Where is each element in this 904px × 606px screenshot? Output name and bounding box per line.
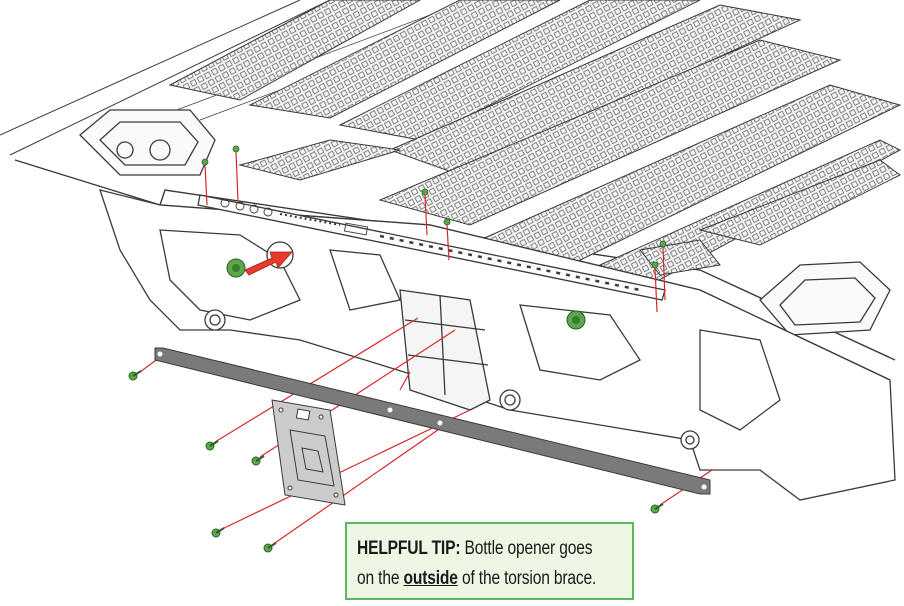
screw-icon xyxy=(659,240,667,248)
tip-prefix: on the xyxy=(357,568,400,589)
tip-text-1: Bottle opener goes xyxy=(464,538,593,559)
screw-icon xyxy=(421,188,429,196)
arrow-icon xyxy=(244,251,293,276)
latch-bolts xyxy=(226,258,586,330)
screw-icon xyxy=(201,158,209,166)
deck-panels xyxy=(168,0,902,286)
control-panel xyxy=(220,198,641,292)
bottle-opener-icon xyxy=(271,399,346,506)
tip-label: HELPFUL TIP: xyxy=(357,538,461,559)
top-screws xyxy=(201,145,667,269)
tip-suffix: of the torsion brace. xyxy=(461,568,597,589)
screw-icon xyxy=(232,145,240,153)
torsion-brace xyxy=(154,347,711,495)
tip-line-2: on the outside of the torsion brace. xyxy=(357,568,596,590)
right-stake-pocket xyxy=(759,261,891,336)
tip-line-1: HELPFUL TIP: Bottle opener goes xyxy=(357,538,593,560)
screw-icon xyxy=(651,261,659,269)
left-stake-pocket xyxy=(79,109,216,176)
helpful-tip-box: HELPFUL TIP: Bottle opener goes on the o… xyxy=(345,522,634,600)
screw-icon xyxy=(443,218,451,226)
tip-emphasis: outside xyxy=(403,568,458,589)
loose-screws xyxy=(128,370,664,553)
